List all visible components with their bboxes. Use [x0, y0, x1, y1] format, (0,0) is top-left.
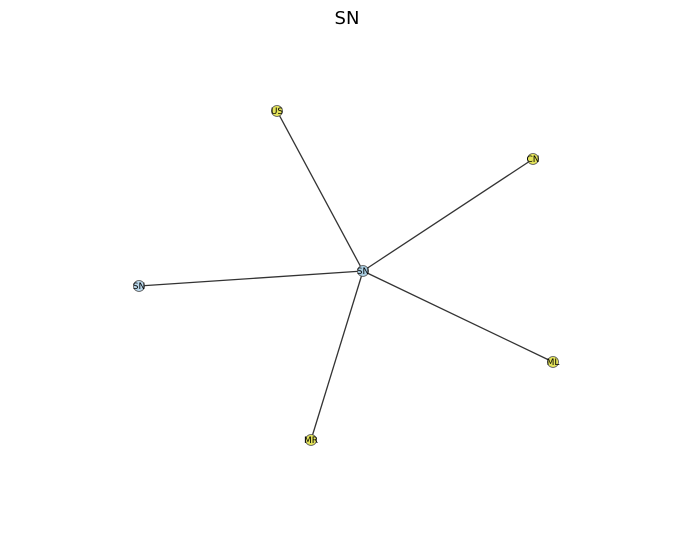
- graph-title: SN: [334, 8, 360, 29]
- node-circle-cn: [527, 153, 539, 165]
- node-circle-ml: [547, 356, 559, 368]
- edge-center-us: [276, 110, 364, 272]
- node-circle-center: [357, 265, 369, 277]
- node-label-mr: MR: [304, 436, 318, 446]
- node-mr: MR: [304, 434, 318, 446]
- node-circle-us: [271, 105, 283, 117]
- node-label-ml: ML: [547, 358, 560, 368]
- edge-center-ml: [362, 270, 554, 363]
- node-cn: CN: [526, 153, 540, 165]
- node-sn2: SN: [133, 280, 145, 292]
- edges-layer: [138, 110, 554, 441]
- node-label-sn2: SN: [133, 282, 145, 292]
- node-circle-sn2: [133, 280, 145, 292]
- edge-center-mr: [310, 270, 364, 441]
- node-center: SN: [357, 265, 369, 277]
- node-ml: ML: [547, 356, 560, 368]
- node-circle-mr: [305, 434, 317, 446]
- node-label-us: US: [271, 107, 284, 117]
- nodes-layer: SN US CN SN ML MR: [133, 105, 560, 446]
- edge-center-sn2: [138, 270, 364, 287]
- node-us: US: [271, 105, 284, 117]
- node-label-center: SN: [357, 267, 369, 277]
- node-label-cn: CN: [526, 155, 539, 165]
- edge-center-cn: [362, 158, 534, 272]
